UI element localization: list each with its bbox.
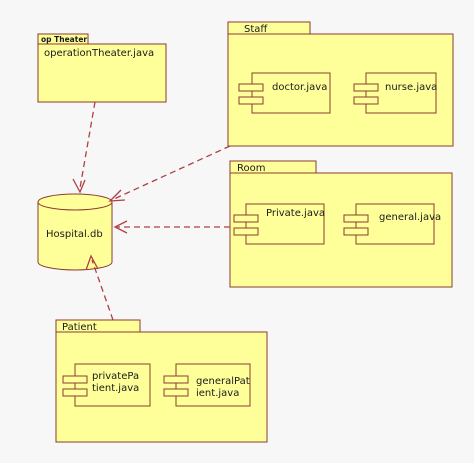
package-tab xyxy=(227,21,311,35)
component-label: Private.java xyxy=(266,208,325,219)
database-label: Hospital.db xyxy=(46,229,103,240)
database-top xyxy=(37,193,113,211)
package-room[interactable]: Room Private.java general.java xyxy=(229,160,453,288)
component-pin xyxy=(238,83,264,92)
component-box xyxy=(175,363,251,407)
package-name: op Theater xyxy=(41,35,87,44)
component-label-line-1: privatePa xyxy=(92,371,139,382)
component-box xyxy=(245,203,325,245)
component-general-patient[interactable]: generalPat ient.java xyxy=(163,363,251,407)
component-label: nurse.java xyxy=(385,82,437,93)
component-label: doctor.java xyxy=(272,82,327,93)
dependency-patient-to-db xyxy=(85,254,114,321)
dependency-optheater-to-db xyxy=(72,101,96,194)
database-body xyxy=(37,202,113,271)
component-general[interactable]: general.java xyxy=(343,203,441,245)
component-pin xyxy=(238,96,264,105)
component-label-line-2: ient.java xyxy=(196,388,239,399)
package-name: Staff xyxy=(244,24,268,35)
component-private[interactable]: Private.java xyxy=(233,203,325,245)
component-label: operationTheater.java xyxy=(44,48,154,59)
component-pin xyxy=(163,375,189,384)
package-body xyxy=(37,43,167,103)
component-pin xyxy=(343,214,369,223)
component-box xyxy=(355,203,435,245)
package-name: Room xyxy=(237,163,265,174)
component-doctor[interactable]: doctor.java xyxy=(238,72,331,114)
dependency-staff-to-db xyxy=(108,145,231,202)
dependency-room-to-db xyxy=(113,220,230,234)
component-private-patient[interactable]: privatePa tient.java xyxy=(62,363,151,407)
component-pin xyxy=(353,83,379,92)
component-pin xyxy=(62,375,88,384)
component-pin xyxy=(62,388,88,397)
package-staff[interactable]: Staff doctor.java nurse.java xyxy=(227,21,454,147)
component-label: general.java xyxy=(379,212,441,223)
component-label-line-1: generalPat xyxy=(196,376,250,387)
component-pin xyxy=(343,227,369,236)
database-hospital[interactable]: Hospital.db xyxy=(37,193,113,271)
component-box xyxy=(74,363,151,407)
package-patient[interactable]: Patient privatePa tient.java generalPat … xyxy=(55,319,268,443)
package-name: Patient xyxy=(62,322,97,333)
component-nurse[interactable]: nurse.java xyxy=(353,72,437,114)
component-label-line-2: tient.java xyxy=(92,383,139,394)
component-box xyxy=(365,72,437,114)
component-pin xyxy=(233,214,259,223)
component-pin xyxy=(353,96,379,105)
component-pin xyxy=(233,227,259,236)
package-op-theater[interactable]: op Theater operationTheater.java xyxy=(37,33,167,103)
component-pin xyxy=(163,388,189,397)
component-box xyxy=(251,72,331,114)
